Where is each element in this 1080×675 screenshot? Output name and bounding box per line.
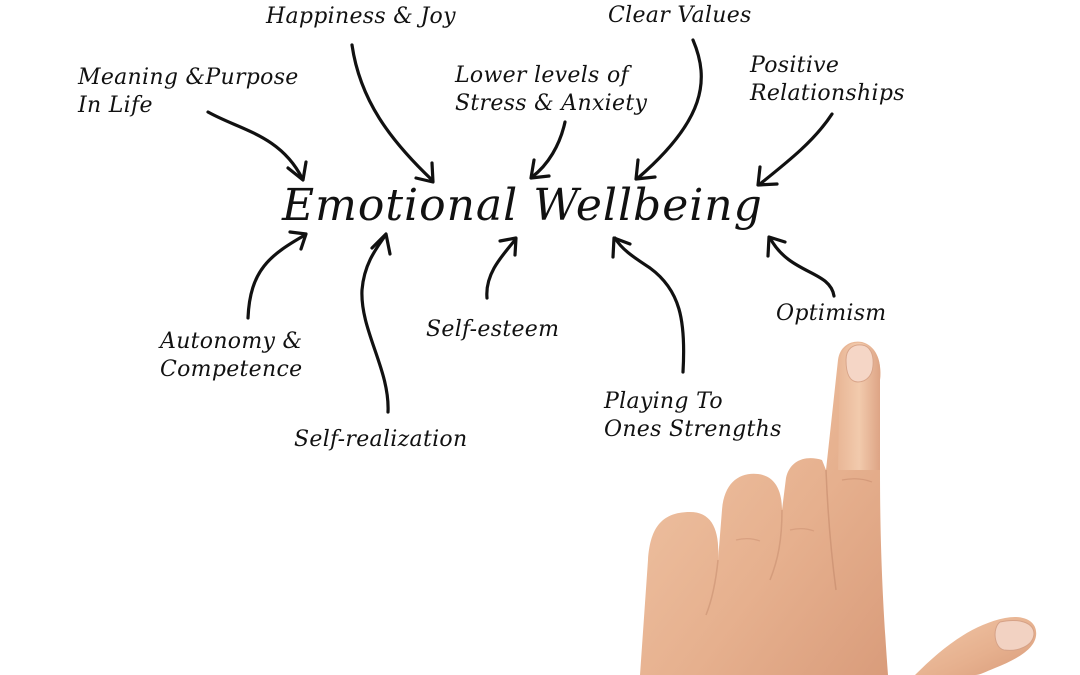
arrow-values bbox=[634, 38, 703, 181]
node-selfesteem: Self-esteem bbox=[426, 316, 559, 344]
arrow-stress bbox=[529, 120, 567, 180]
node-label-line: Self-esteem bbox=[426, 317, 560, 342]
node-label-line: In Life bbox=[78, 93, 153, 118]
node-label-line: Happiness & Joy bbox=[266, 4, 456, 29]
arrow-meaning bbox=[206, 110, 308, 182]
node-label-line: Autonomy & bbox=[160, 329, 303, 354]
node-strengths: Playing To Ones Strengths bbox=[604, 388, 782, 444]
node-autonomy: Autonomy & Competence bbox=[160, 328, 302, 384]
node-selfrealization: Self-realization bbox=[294, 426, 467, 454]
node-happiness: Happiness & Joy bbox=[266, 3, 456, 31]
node-meaning: Meaning &Purpose In Life bbox=[78, 64, 299, 120]
arrow-optimism bbox=[766, 235, 836, 298]
center-title: Emotional Wellbeing bbox=[282, 180, 763, 231]
node-label-line: Stress & Anxiety bbox=[455, 91, 648, 116]
arrow-selfrealization bbox=[360, 232, 392, 414]
node-label-line: Self-realization bbox=[294, 427, 468, 452]
node-label-line: Meaning &Purpose bbox=[78, 65, 299, 90]
arrow-selfesteem bbox=[485, 236, 518, 300]
node-optimism: Optimism bbox=[776, 300, 886, 328]
arrow-strengths bbox=[611, 236, 686, 374]
node-label-line: Optimism bbox=[776, 301, 887, 326]
node-label-line: Competence bbox=[160, 357, 303, 382]
arrow-relationships bbox=[756, 112, 834, 187]
node-label-line: Positive bbox=[750, 53, 840, 78]
node-label-line: Relationships bbox=[750, 81, 905, 106]
node-label-line: Clear Values bbox=[608, 3, 752, 28]
node-label-line: Ones Strengths bbox=[604, 417, 782, 442]
node-label-line: Lower levels of bbox=[455, 63, 629, 88]
node-label-line: Playing To bbox=[604, 389, 723, 414]
arrow-happiness bbox=[350, 43, 435, 184]
node-values: Clear Values bbox=[608, 2, 752, 30]
node-stress: Lower levels of Stress & Anxiety bbox=[455, 62, 647, 118]
arrow-autonomy bbox=[246, 230, 308, 320]
node-relationships: Positive Relationships bbox=[750, 52, 905, 108]
